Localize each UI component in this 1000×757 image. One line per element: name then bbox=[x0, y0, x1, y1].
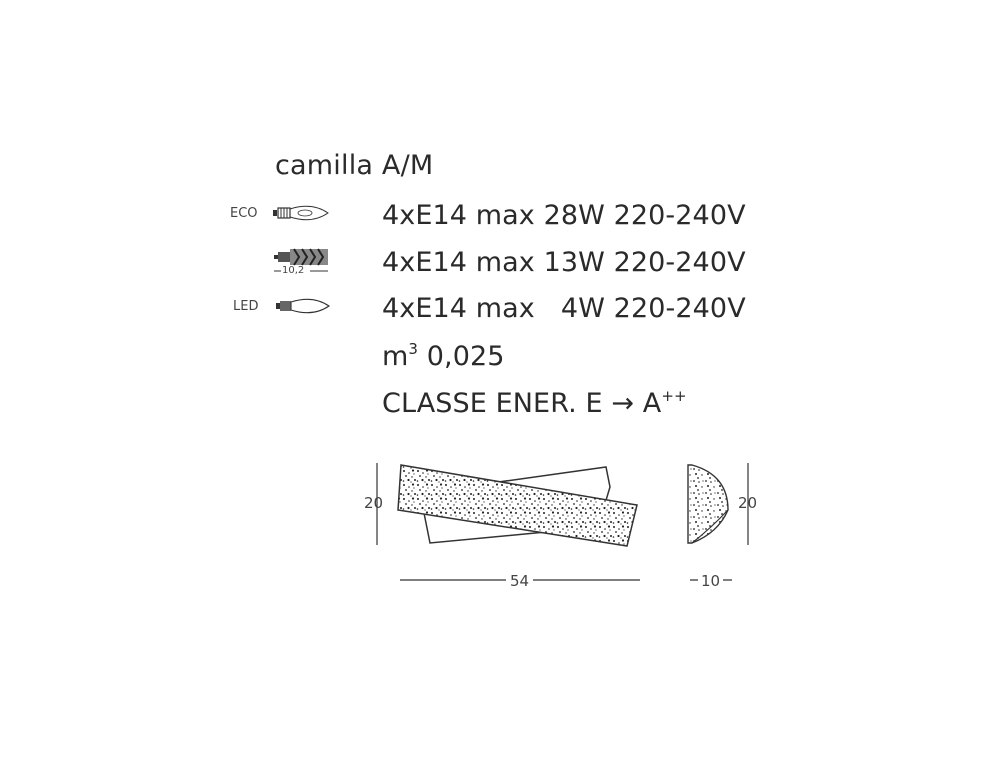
compact-fluorescent-bulb-icon bbox=[274, 248, 328, 266]
eco-label: ECO bbox=[230, 206, 258, 221]
led-label: LED bbox=[233, 299, 259, 314]
volume-exponent: 3 bbox=[408, 340, 419, 358]
depth-label: 10 bbox=[698, 572, 724, 590]
lamp-spec-fluorescent: 4xE14 max 13W 220-240V bbox=[382, 247, 746, 278]
product-title: camilla A/M bbox=[275, 150, 434, 181]
bulb-length-dimension-line bbox=[274, 270, 328, 272]
energy-label: CLASSE ENER. E → A bbox=[382, 388, 662, 419]
bulb-length-label: 10,2 bbox=[282, 265, 305, 276]
led-bulb-icon bbox=[276, 298, 330, 314]
lamp-spec-eco: 4xE14 max 28W 220-240V bbox=[382, 200, 746, 231]
volume-unit: m bbox=[382, 341, 409, 372]
volume-value: 0,025 bbox=[426, 341, 505, 372]
lamp-spec-led: 4xE14 max 4W 220-240V bbox=[382, 293, 746, 324]
eco-halogen-bulb-icon bbox=[273, 205, 329, 221]
side-view-drawing bbox=[687, 463, 749, 581]
front-height-label: 20 bbox=[364, 494, 384, 512]
energy-suffix: ++ bbox=[661, 387, 687, 405]
energy-class: CLASSE ENER. E → A++ bbox=[382, 387, 687, 419]
side-height-label: 20 bbox=[738, 494, 758, 512]
volume-spec: m3 0,025 bbox=[382, 340, 505, 372]
width-label: 54 bbox=[506, 572, 534, 590]
